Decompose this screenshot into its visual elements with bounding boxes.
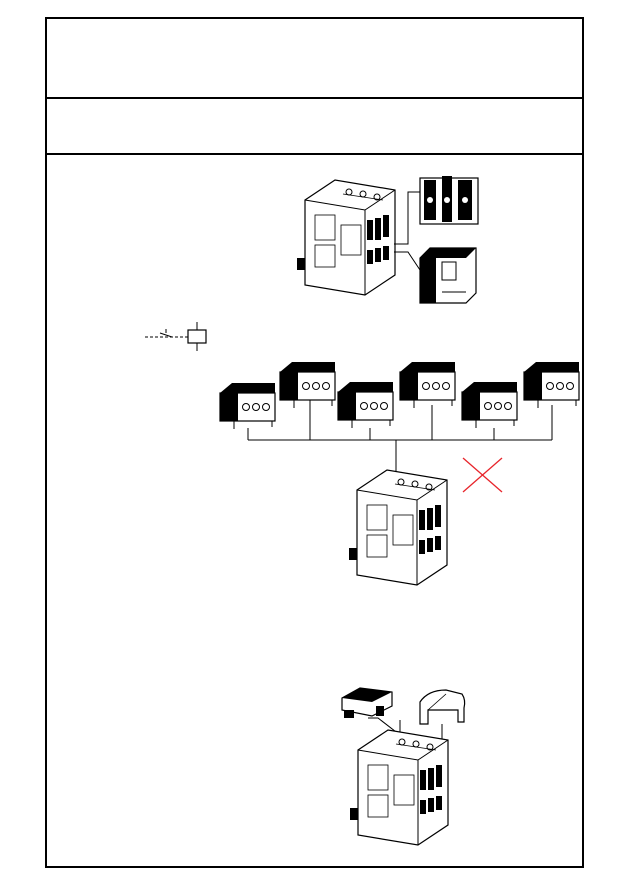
connector-line xyxy=(368,717,401,736)
timer-module-icon xyxy=(419,247,477,304)
cross-mark-icon xyxy=(462,457,503,493)
connector-line xyxy=(394,191,420,245)
aux-block-icon xyxy=(419,176,479,225)
cover-icon xyxy=(341,687,393,718)
aux-block-variant xyxy=(461,381,518,429)
contactor-icon xyxy=(296,179,396,296)
header-band xyxy=(47,19,582,99)
bus-lines xyxy=(247,400,553,480)
coil-symbol-icon xyxy=(145,322,207,351)
cover-icon xyxy=(419,689,466,725)
aux-block-variant xyxy=(523,361,580,409)
subheader-band xyxy=(47,99,582,155)
page-frame xyxy=(45,17,584,868)
aux-block-variant xyxy=(337,381,394,429)
aux-block-variant xyxy=(279,361,336,409)
contactor-icon xyxy=(349,729,449,846)
aux-block-variant xyxy=(399,361,456,409)
aux-block-variant xyxy=(219,382,276,430)
connector-line xyxy=(394,251,421,271)
contactor-icon xyxy=(348,469,448,586)
